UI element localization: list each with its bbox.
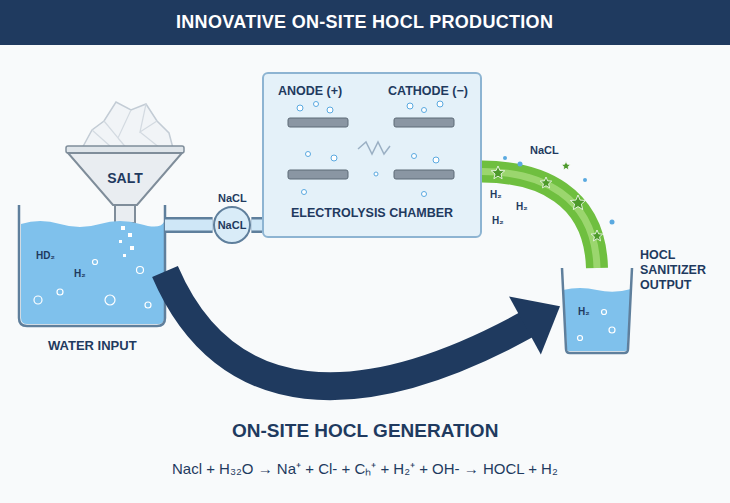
stream-connector — [482, 172, 597, 268]
bubble — [105, 295, 115, 305]
gas-bubble — [331, 155, 337, 161]
gas-bubble — [306, 152, 311, 157]
water-molecule-label: HD₂ — [36, 250, 55, 261]
bubble — [145, 302, 151, 308]
gas-bubble — [412, 154, 417, 159]
gas-bubble — [422, 108, 427, 113]
funnel — [68, 153, 182, 205]
funnel-label-area: SALT — [80, 164, 170, 192]
cup-glass — [562, 268, 632, 353]
salt-grain — [130, 246, 134, 250]
node-text: ANODE (+) — [278, 84, 342, 98]
spray-droplet — [503, 156, 507, 160]
salt-pile — [80, 102, 174, 152]
connector — [482, 172, 597, 268]
title-text: INNOVATIVE ON-SITE HOCL PRODUCTION — [176, 12, 553, 33]
bubble — [578, 336, 583, 341]
reaction-equation: Nacl + H₃₂O → Na⁺ + Cl- + Cₕ⁺ + H₂⁺ + OH… — [172, 458, 558, 478]
funnel-neck — [115, 205, 135, 223]
electric-spark — [358, 142, 390, 154]
gas-bubble — [327, 107, 333, 113]
gas-bubble — [437, 101, 443, 107]
pipe-label: NaCL — [218, 192, 247, 204]
electrolysis-chamber: ANODE (+) CATHODE (−) ELECTROLYSIS CHAMBER — [262, 72, 482, 238]
pipe-connector — [251, 217, 262, 233]
salt-grain — [121, 226, 125, 230]
beaker-glass — [19, 205, 165, 326]
electrode-plate — [288, 170, 348, 179]
node-text: ELECTROLYSIS CHAMBER — [291, 206, 453, 220]
gas-bubble — [314, 102, 319, 107]
gas-bubble — [422, 192, 427, 197]
water-bubbles — [34, 260, 151, 309]
salt-crystal-lines — [92, 104, 160, 150]
bubble — [93, 260, 98, 265]
node-text: SALT — [107, 170, 143, 186]
spray-droplet — [518, 162, 523, 167]
connector — [165, 224, 213, 225]
bubble — [602, 310, 607, 315]
gas-bubble — [297, 105, 303, 111]
electrode-plate — [288, 118, 348, 127]
gas-bubble — [407, 103, 413, 109]
gas-bubble — [433, 157, 439, 163]
sparkle-star — [591, 230, 602, 241]
gas-label: H₂ — [492, 215, 504, 226]
node-text: WATER INPUT — [48, 338, 137, 353]
connector — [251, 224, 262, 225]
sparkle-star — [540, 177, 551, 188]
gas-bubble — [374, 172, 378, 176]
output-cup: HOCL SANITIZER OUTPUT — [562, 268, 632, 353]
big-connector — [165, 272, 528, 387]
bubble — [609, 327, 615, 333]
sparkle-star — [561, 161, 571, 170]
spray-droplet — [610, 220, 615, 225]
stream-label: NaCL — [530, 144, 559, 156]
electrode-plate — [394, 170, 454, 179]
bubble — [34, 296, 42, 304]
spray-droplet — [583, 178, 587, 182]
node-text: CATHODE (−) — [388, 84, 468, 98]
stream-highlight — [482, 172, 597, 268]
sparkle-star — [491, 166, 504, 179]
electrode-plate — [394, 118, 454, 127]
pipe-inner — [165, 219, 213, 230]
gas-bubble — [302, 190, 307, 195]
connector — [165, 272, 560, 387]
salt-grain — [123, 254, 126, 257]
node-text: NaCL — [218, 219, 247, 231]
pipe-connector — [165, 217, 213, 233]
gas-label: H₂ — [516, 201, 528, 212]
arrow-head — [509, 297, 560, 355]
gas-label: H₂ — [490, 189, 502, 200]
water-molecule-label: H₂ — [74, 268, 86, 279]
cup-molecule-label: H₂ — [578, 306, 590, 317]
salt-grains — [119, 226, 134, 257]
sparkle-star — [570, 195, 585, 210]
pipe-inner — [251, 219, 262, 230]
bubble — [137, 267, 144, 274]
salt-grain — [119, 240, 122, 243]
water-beaker: WATER INPUT — [20, 205, 165, 326]
node-text: HOCL SANITIZER OUTPUT — [640, 248, 722, 293]
nacl-circle: NaCL — [213, 206, 252, 245]
funnel-rim — [66, 146, 184, 153]
caption: ON-SITE HOCL GENERATION — [232, 420, 498, 442]
salt-grain — [128, 233, 132, 237]
bubble — [57, 289, 63, 295]
beaker-water — [21, 221, 164, 324]
cup-water — [563, 288, 631, 351]
